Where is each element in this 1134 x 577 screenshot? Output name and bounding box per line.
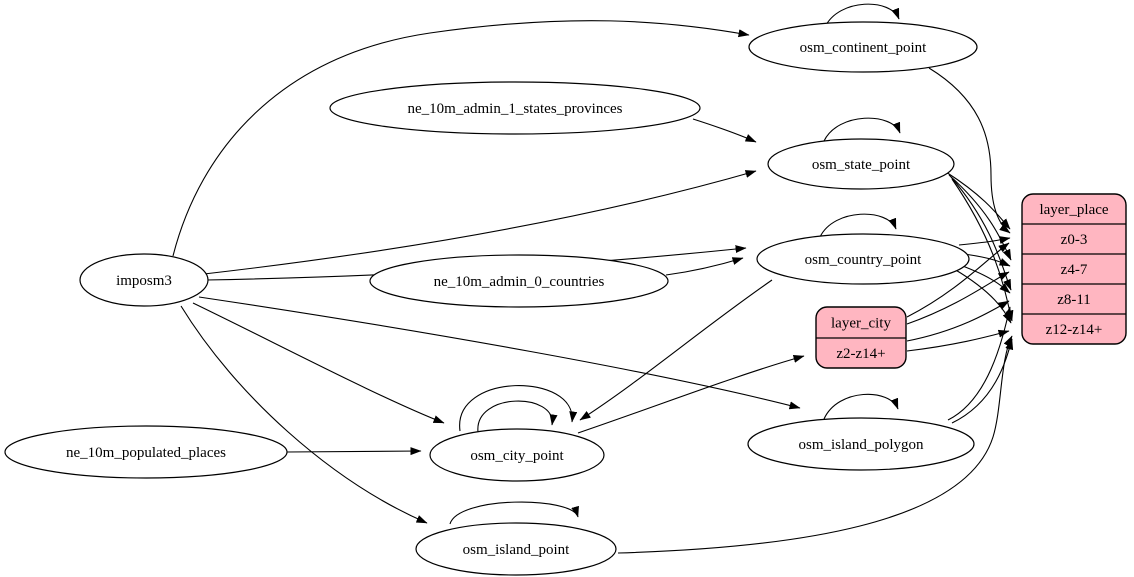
node-osm_country_point: osm_country_point: [756, 233, 970, 285]
edge-osm_country_point-layer_place-z4-7: [963, 253, 1011, 267]
edge-osm_city_point-osm_city_point: [459, 385, 578, 432]
edges-layer: [172, 3, 1014, 554]
edge-osm_continent_point-layer_place-z0-3: [928, 67, 1011, 234]
node-label-osm_city_point: osm_city_point: [470, 448, 564, 464]
edge-layer_city-layer_place-z12-z14+: [906, 329, 1010, 352]
edge-imposm3-osm_island_point: [180, 305, 428, 524]
record-header-layer_place: layer_place: [1039, 202, 1108, 218]
node-ne_10m_populated_places: ne_10m_populated_places: [4, 425, 288, 479]
node-shape-osm_island_point: [415, 522, 617, 576]
edge-osm_continent_point-osm_continent_point: [824, 3, 900, 28]
node-label-imposm3: imposm3: [116, 273, 172, 289]
node-label-osm_island_polygon: osm_island_polygon: [798, 437, 924, 453]
node-label-ne_10m_admin_0_countries: ne_10m_admin_0_countries: [434, 274, 605, 290]
edge-osm_island_polygon-layer_place-z12-z14+: [951, 338, 1014, 424]
edge-osm_state_point-layer_place-z4-7: [948, 174, 1012, 261]
node-osm_state_point: osm_state_point: [767, 138, 955, 190]
node-shape-ne_10m_admin_1_states_provinces: [329, 81, 701, 135]
record-row-layer_city-0: z2-z14+: [836, 346, 885, 362]
edge-osm_country_point-osm_country_point: [819, 213, 897, 238]
record-row-layer_place-1: z4-7: [1061, 262, 1088, 278]
node-osm_continent_point: osm_continent_point: [748, 21, 978, 73]
node-shape-osm_island_polygon: [747, 417, 975, 471]
edge-layer_city-layer_place-z4-7: [906, 271, 1010, 325]
edge-osm_island_polygon-osm_island_polygon: [823, 393, 899, 420]
node-shape-osm_country_point: [756, 233, 970, 285]
record-row-layer_place-3: z12-z14+: [1046, 322, 1103, 338]
edge-ne_10m_admin_1_states_provinces-osm_state_point: [692, 118, 757, 143]
edge-ne_10m_populated_places-osm_city_point: [286, 447, 422, 456]
node-label-osm_continent_point: osm_continent_point: [800, 40, 927, 56]
edge-imposm3-osm_state_point: [203, 170, 757, 275]
record-row-layer_place-2: z8-11: [1057, 292, 1091, 308]
node-shape-osm_continent_point: [748, 21, 978, 73]
node-ne_10m_admin_1_states_provinces: ne_10m_admin_1_states_provinces: [329, 81, 701, 135]
node-shape-osm_city_point: [429, 428, 605, 482]
edge-osm_state_point-layer_place-z0-3: [945, 171, 1011, 230]
edge-osm_city_point-layer_city-z2-z14+: [577, 354, 805, 434]
edge-osm_city_point-osm_city_point-inner: [477, 400, 558, 433]
node-shape-ne_10m_populated_places: [4, 425, 288, 479]
edge-imposm3-osm_continent_point: [172, 20, 750, 257]
node-shape-imposm3: [79, 253, 209, 307]
edge-osm_island_polygon-layer_place-z8-11: [947, 306, 1012, 421]
edge-osm_country_point-layer_place-z0-3: [958, 236, 1011, 246]
edge-osm_country_point-layer_place-z8-11: [959, 264, 1011, 294]
record-node-layer_city: layer_city z2-z14+: [815, 306, 907, 369]
node-osm_island_point: osm_island_point: [415, 522, 617, 576]
edge-imposm3-osm_city_point: [192, 302, 445, 424]
edge-osm_country_point-layer_place-z12-z14+: [953, 268, 1012, 324]
edge-imposm3-osm_island_polygon: [198, 296, 801, 410]
node-label-osm_island_point: osm_island_point: [463, 542, 571, 558]
edge-osm_island_point-osm_island_point: [449, 501, 579, 525]
record-box-layer_place: [1021, 193, 1127, 345]
nodes-layer: imposm3 ne_10m_admin_1_states_provincesne…: [4, 21, 1127, 576]
edge-osm_state_point-osm_state_point: [823, 117, 901, 142]
edge-osm_country_point-osm_city_point: [579, 279, 773, 421]
node-shape-osm_state_point: [767, 138, 955, 190]
node-label-osm_country_point: osm_country_point: [805, 252, 922, 268]
edge-osm_state_point-layer_place-z8-11: [950, 176, 1012, 291]
edge-osm_island_point-layer_place-z12-z14+: [617, 335, 1013, 554]
node-shape-ne_10m_admin_0_countries: [369, 254, 669, 308]
edge-ne_10m_admin_0_countries-osm_country_point: [665, 257, 744, 276]
record-row-layer_place-0: z0-3: [1061, 232, 1088, 248]
node-ne_10m_admin_0_countries: ne_10m_admin_0_countries: [369, 254, 669, 308]
record-node-layer_place: layer_place z0-3 z4-7 z8-11 z12-z14+: [1021, 193, 1127, 345]
node-osm_city_point: osm_city_point: [429, 428, 605, 482]
node-label-osm_state_point: osm_state_point: [812, 157, 911, 173]
node-osm_island_polygon: osm_island_polygon: [747, 417, 975, 471]
record-header-layer_city: layer_city: [831, 316, 891, 332]
edge-layer_city-layer_place-z0-3: [906, 242, 1010, 318]
edge-layer_city-layer_place-z8-11: [906, 300, 1010, 342]
node-imposm3: imposm3: [79, 253, 209, 307]
node-label-ne_10m_populated_places: ne_10m_populated_places: [66, 445, 226, 461]
node-label-ne_10m_admin_1_states_provinces: ne_10m_admin_1_states_provinces: [408, 101, 623, 117]
